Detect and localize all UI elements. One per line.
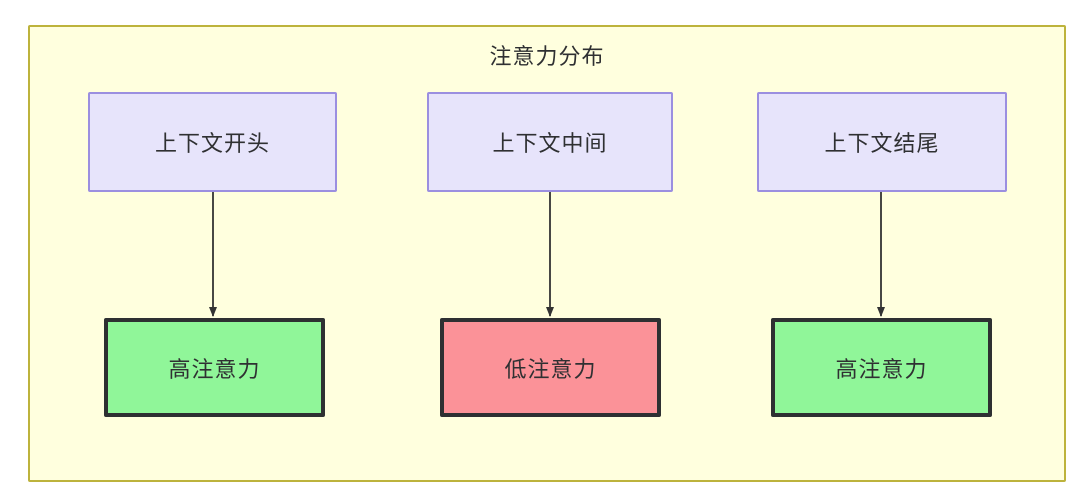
node-label: 高注意力 <box>168 356 261 382</box>
node-context-start[interactable]: 上下文开头 <box>88 92 337 192</box>
node-attention-low-middle[interactable]: 低注意力 <box>440 318 661 417</box>
node-context-middle[interactable]: 上下文中间 <box>427 92 673 192</box>
node-label: 上下文结尾 <box>824 131 940 156</box>
node-label: 高注意力 <box>835 356 928 382</box>
node-attention-high-start[interactable]: 高注意力 <box>104 318 325 417</box>
node-label: 低注意力 <box>504 356 597 382</box>
node-label: 上下文中间 <box>492 131 608 156</box>
node-label: 上下文开头 <box>154 131 270 156</box>
subgraph-title: 注意力分布 <box>489 44 605 69</box>
node-attention-high-end[interactable]: 高注意力 <box>771 318 992 417</box>
node-context-end[interactable]: 上下文结尾 <box>757 92 1007 192</box>
